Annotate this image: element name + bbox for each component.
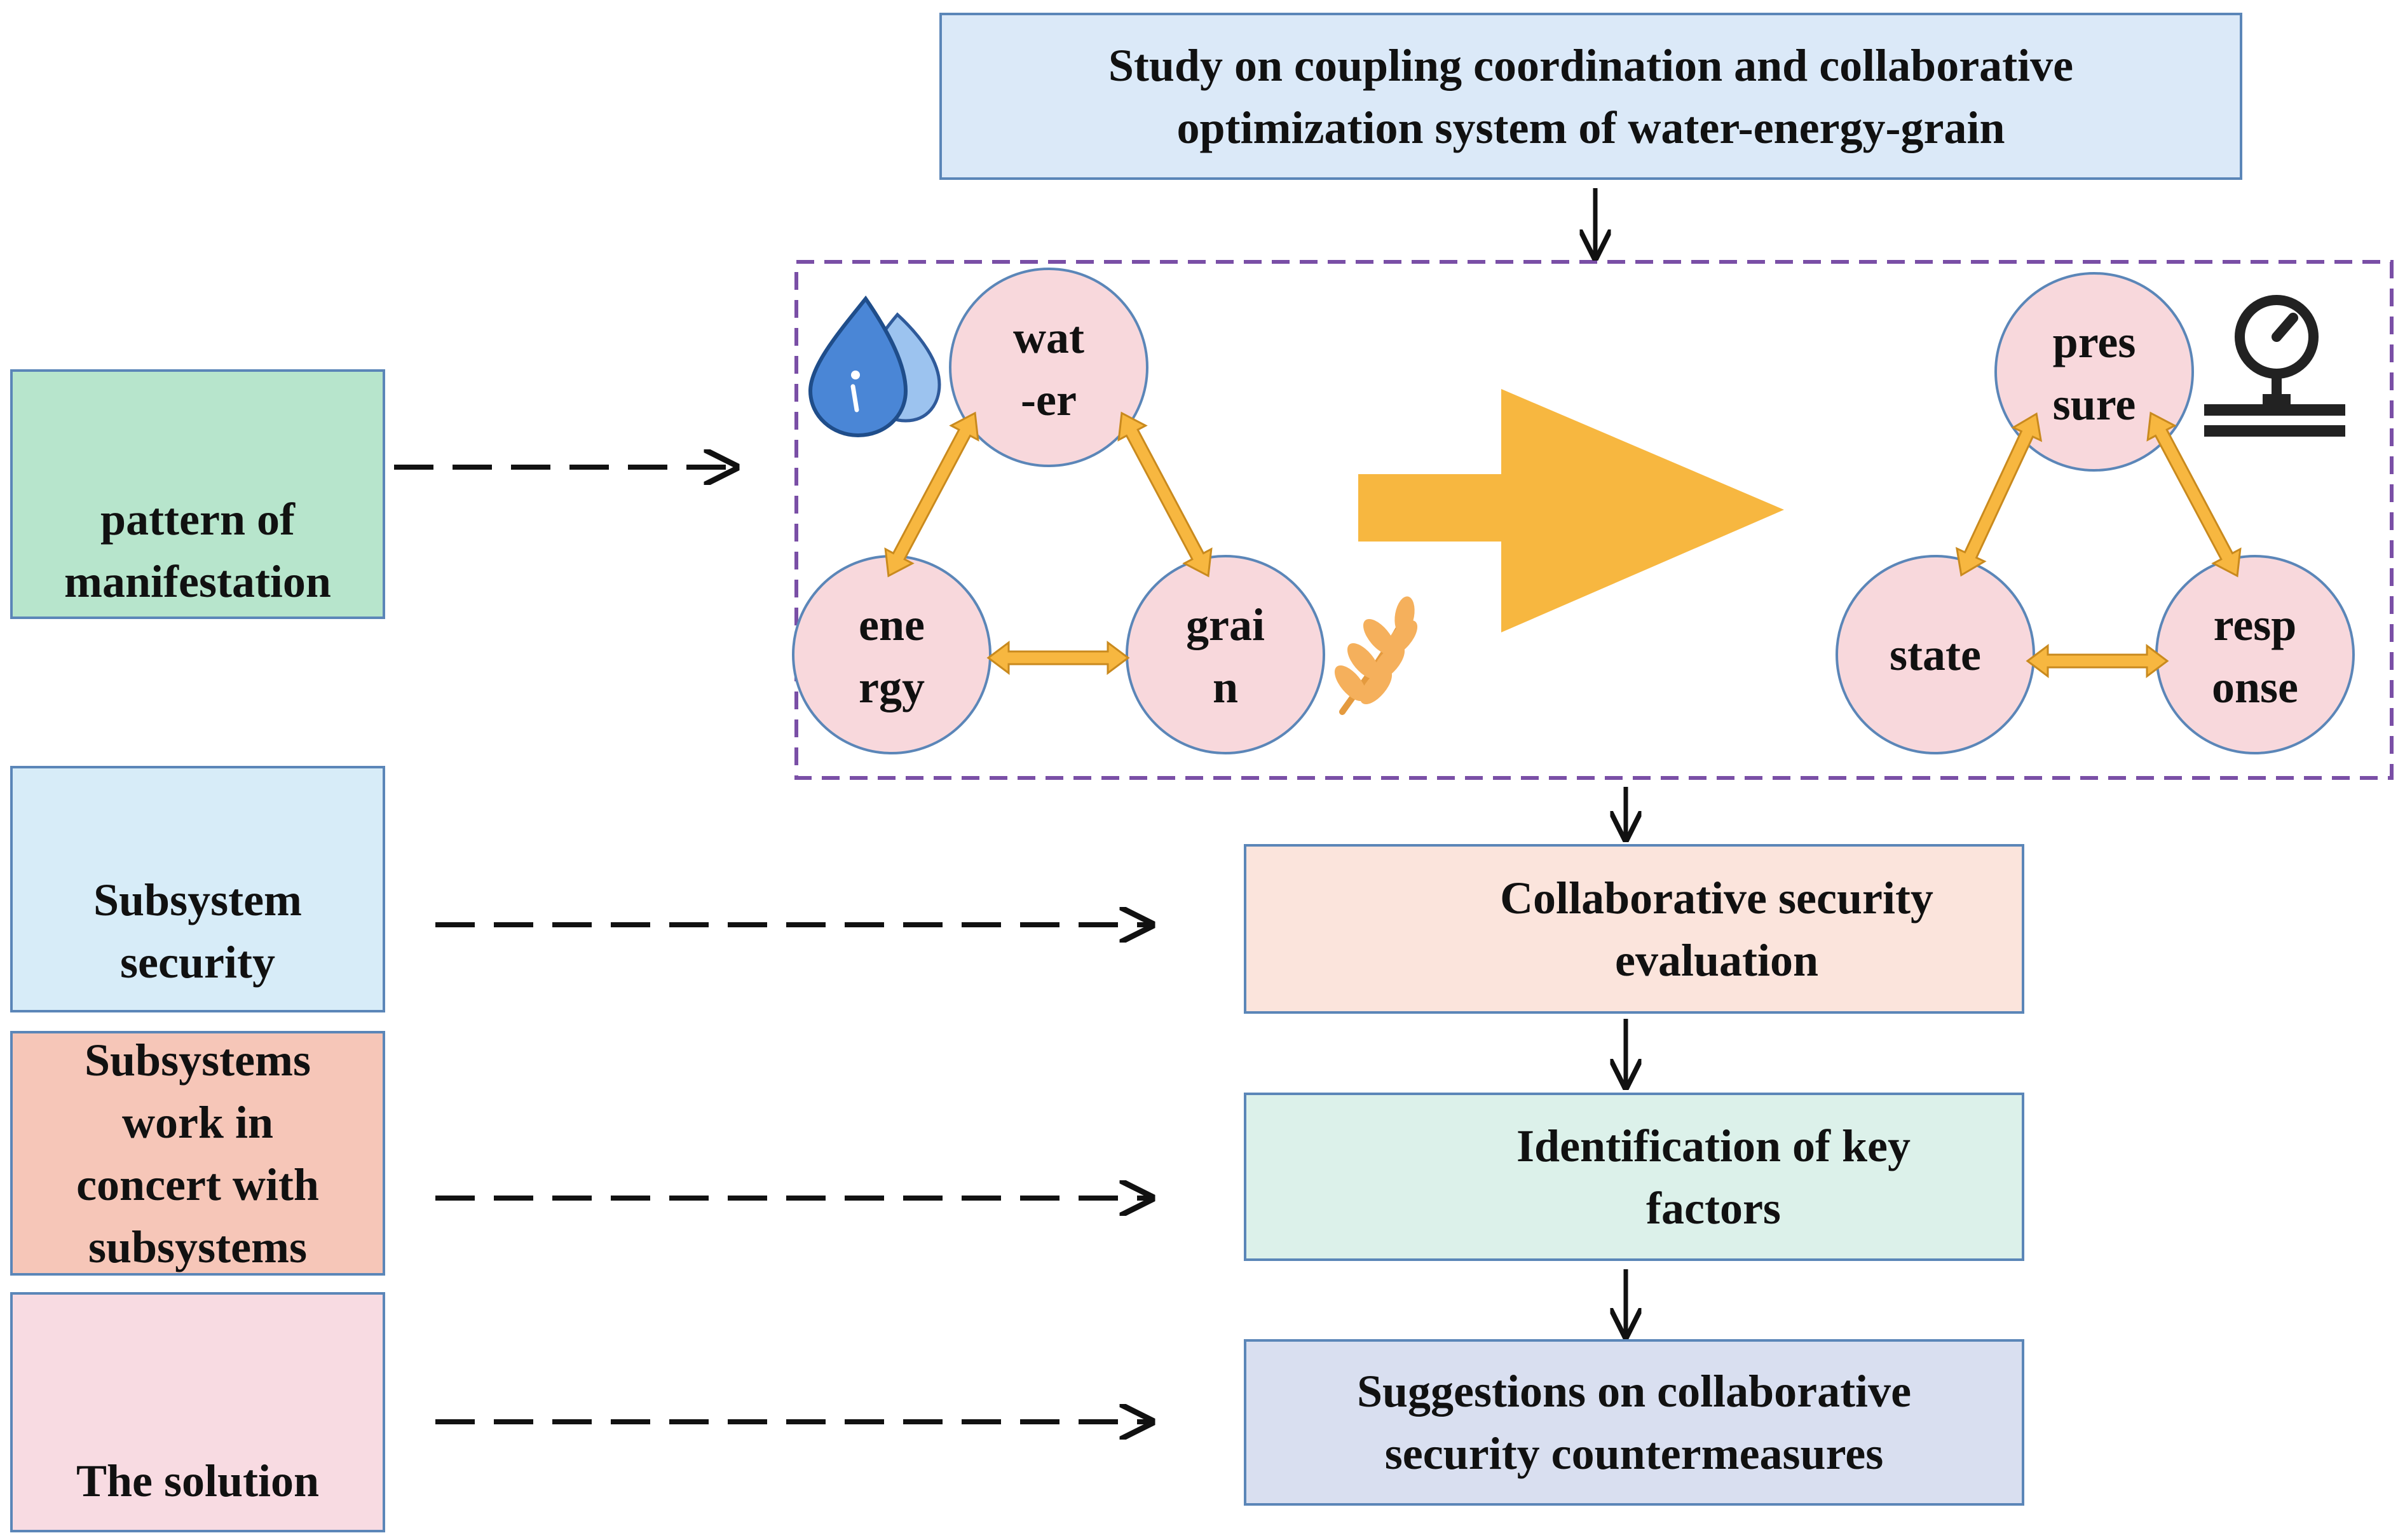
solution-box: The solution (10, 1292, 385, 1532)
factors-line-2: factors (1646, 1182, 1781, 1234)
title-line-1: Study on coupling coordination and colla… (1108, 39, 2074, 91)
circle-state (1836, 555, 2035, 754)
water-drop-icon (808, 295, 941, 438)
pattern-line-1: pattern of (100, 494, 295, 545)
factors-box: Identification of key factors (1244, 1093, 2024, 1261)
evaluation-box: Collaborative security evaluation (1244, 844, 2024, 1014)
circle-grain-label: grai n (1186, 599, 1265, 712)
title-box: Study on coupling coordination and colla… (939, 13, 2242, 180)
circle-state-label: state (1890, 629, 1981, 680)
circle-grain (1126, 555, 1325, 754)
factors-line-1: Identification of key (1516, 1120, 1911, 1171)
circle-water-label: wat -er (1013, 312, 1084, 425)
double-arrow-pressure-response (2146, 411, 2242, 578)
circle-energy-label: ene rgy (859, 599, 925, 712)
wheat-icon (1334, 596, 1418, 715)
title-line-2: optimization system of water-energy-grai… (1176, 102, 2005, 153)
pattern-box: pattern of manifestation (10, 369, 385, 619)
circle-pressure-label: pres sure (2052, 317, 2136, 430)
suggestions-line-1: Suggestions on collaborative (1356, 1366, 1912, 1417)
concert-line-3: concert with (76, 1159, 319, 1210)
security-line-1: Subsystem (93, 875, 303, 925)
solution-label: The solution (76, 1455, 320, 1506)
double-arrow-water-grain (1117, 411, 1213, 578)
pressure-gauge-icon (2204, 295, 2345, 437)
double-arrow-water-energy (884, 411, 979, 578)
subsystem-security-box: Subsystem security (10, 766, 385, 1012)
transition-arrow (1358, 389, 1784, 632)
double-arrow-state-response (2026, 644, 2169, 678)
suggestions-box: Suggestions on collaborative security co… (1244, 1339, 2024, 1506)
evaluation-line-1: Collaborative security (1500, 872, 1933, 923)
concert-line-4: subsystems (88, 1221, 308, 1272)
suggestions-line-2: security countermeasures (1384, 1428, 1884, 1479)
model-container (794, 260, 2394, 780)
concert-line-2: work in (121, 1096, 274, 1148)
security-line-2: security (120, 937, 275, 988)
double-arrow-energy-grain (986, 641, 1130, 675)
subsystems-concert-box: Subsystems work in concert with subsyste… (10, 1031, 385, 1276)
evaluation-line-2: evaluation (1614, 934, 1819, 986)
double-arrow-pressure-state (1955, 412, 2043, 577)
pattern-line-2: manifestation (64, 556, 331, 607)
circle-response-label: resp onse (2211, 599, 2299, 712)
circle-pressure (1994, 272, 2194, 472)
concert-line-1: Subsystems (84, 1034, 311, 1086)
circle-water (949, 268, 1148, 467)
